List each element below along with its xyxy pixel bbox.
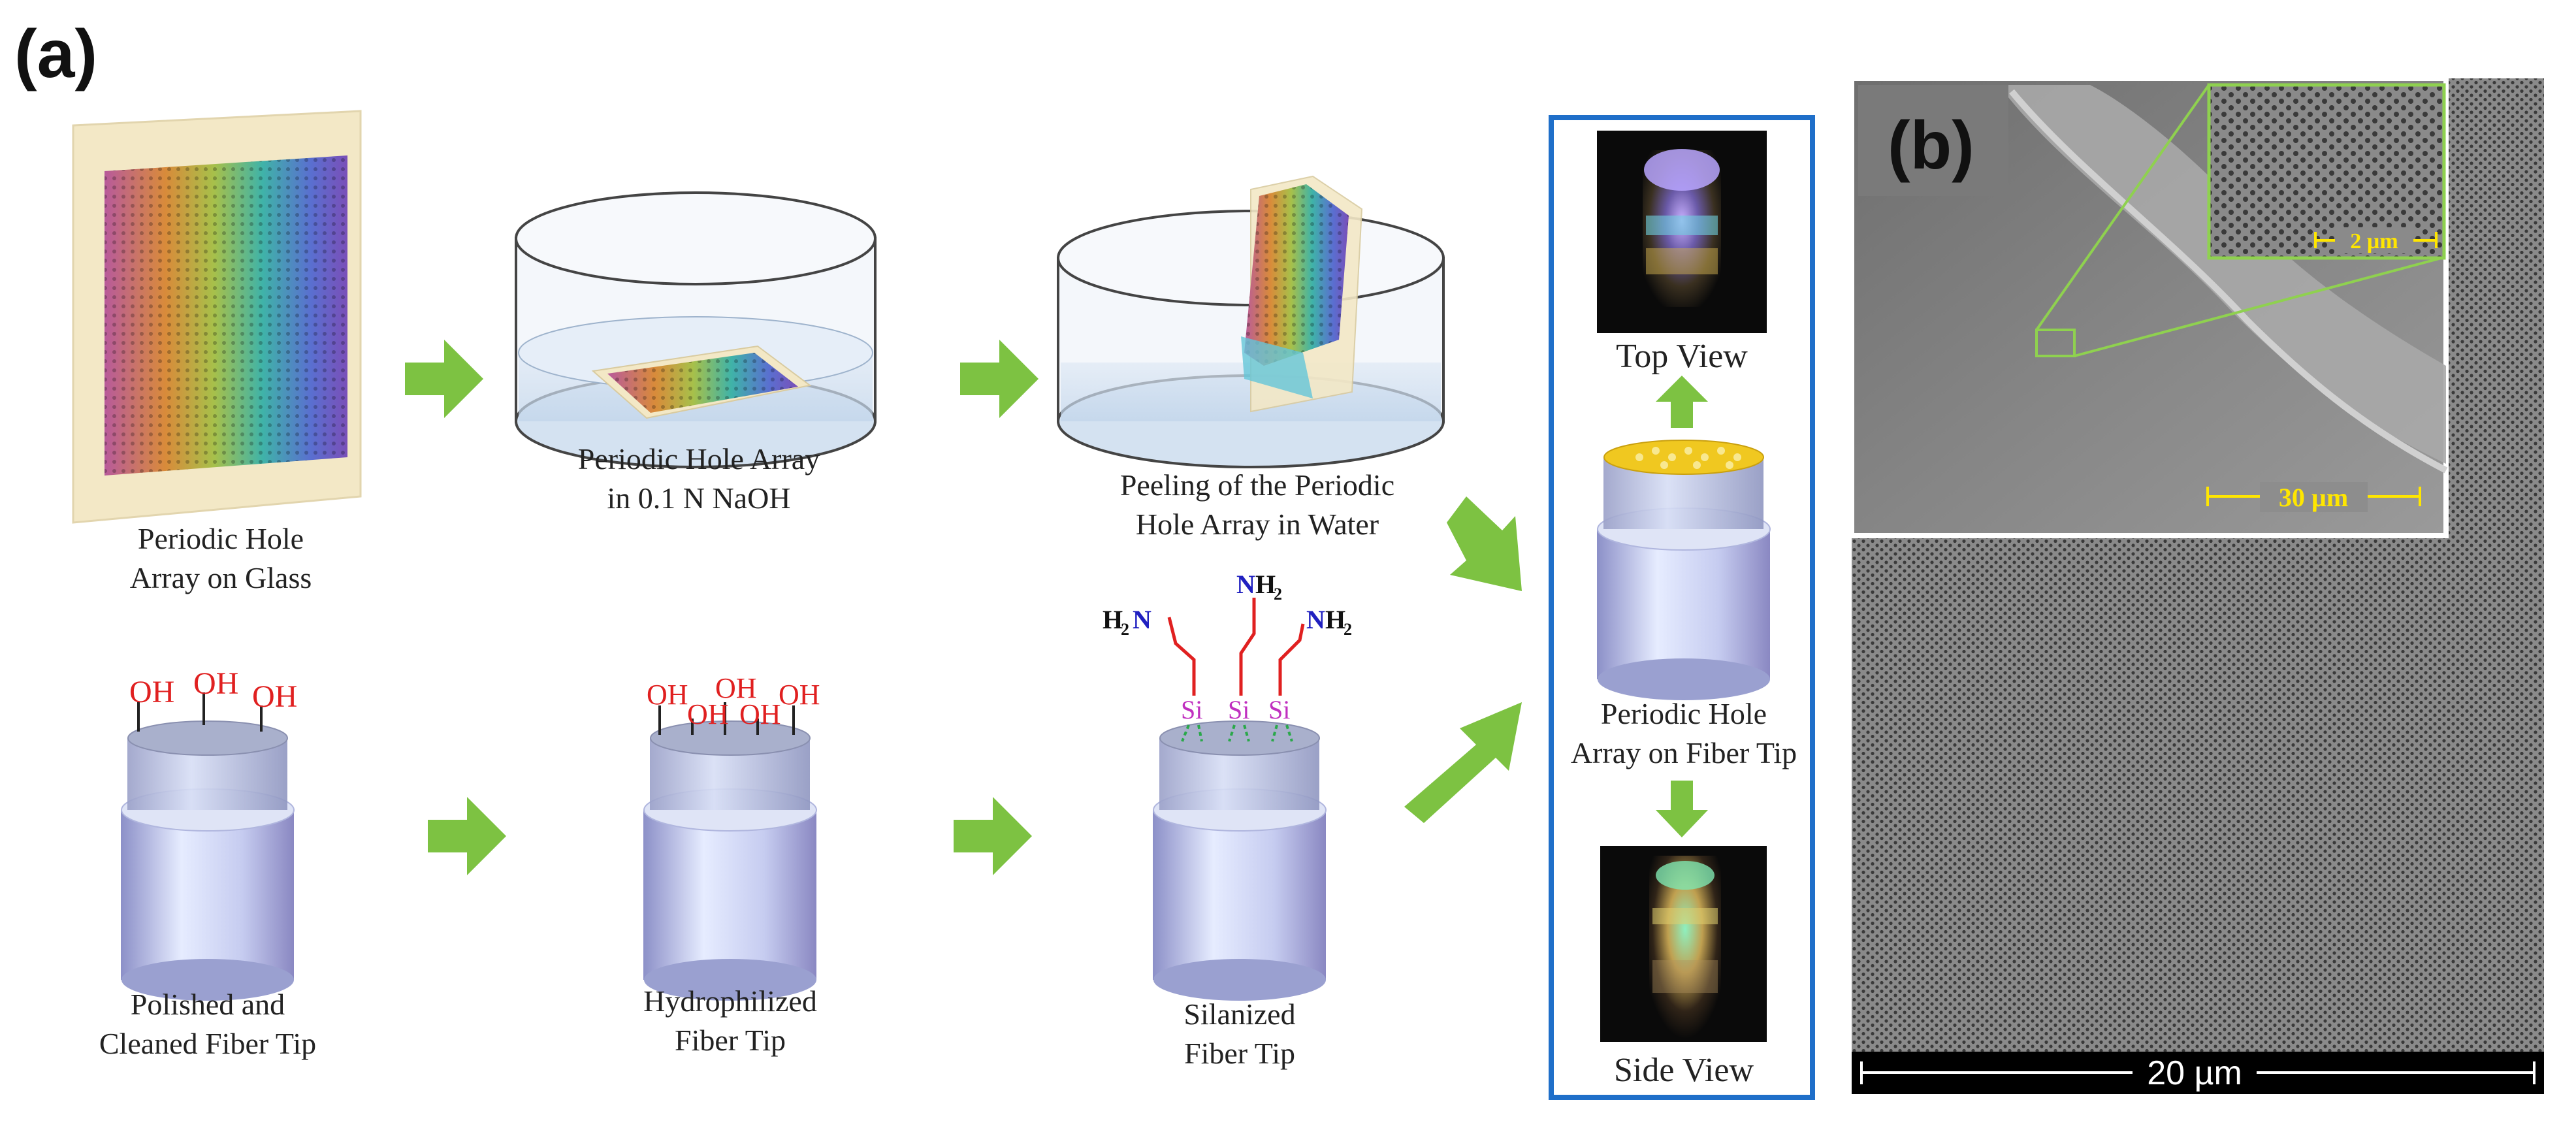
amine-sub: 2: [1344, 620, 1352, 639]
caption-s6-line1: Silanized: [1183, 997, 1295, 1031]
oh-label: OH: [715, 672, 757, 704]
arrow-to-final-bottom: [1404, 702, 1522, 823]
arrow-to-final-top: [1447, 496, 1522, 591]
caption-s1-line1: Periodic Hole: [138, 522, 304, 555]
caption-s5-line2: Fiber Tip: [675, 1024, 786, 1057]
oh-label: OH: [193, 666, 238, 701]
dish-naoh: [515, 191, 877, 468]
zoom-connector: [2035, 84, 2210, 331]
amine-h: H: [1255, 570, 1276, 599]
caption-s5-line1: Hydrophilized: [643, 984, 817, 1018]
fiber-tip-hydrophilized: OH OH OH OH OH: [643, 672, 820, 1001]
oh-label: OH: [779, 679, 820, 711]
caption-s4-line1: Polished and: [131, 988, 285, 1021]
panel-label-b: (b): [1888, 108, 1974, 184]
fiber-tip-polished: OH OH OH: [121, 666, 297, 1001]
caption-s4-line2: Cleaned Fiber Tip: [99, 1027, 316, 1060]
amine-sub: 2: [1121, 620, 1129, 639]
side-view-label: Side View: [1614, 1052, 1754, 1089]
oh-label: OH: [687, 698, 729, 730]
arrow-2: [960, 340, 1038, 418]
side-view-photo: [1600, 846, 1767, 1042]
sem-scale-zoom: 2 µm: [2350, 229, 2398, 253]
caption-s3-line1: Peeling of the Periodic: [1120, 468, 1394, 502]
caption-s6-line2: Fiber Tip: [1184, 1037, 1295, 1070]
sem-scale-inset: 30 µm: [2279, 483, 2348, 512]
caption-s3-line2: Hole Array in Water: [1136, 508, 1379, 541]
sem-scale-main: 20 µm: [2147, 1054, 2242, 1092]
arrow-4: [954, 797, 1032, 875]
amine-n: N: [1133, 605, 1151, 634]
caption-s1-line2: Array on Glass: [130, 561, 312, 594]
arrow-down: [1656, 781, 1708, 837]
caption-final-line1: Periodic Hole: [1601, 697, 1767, 730]
arrow-3: [428, 797, 506, 875]
amine-h: H: [1325, 605, 1345, 634]
amine-sub: 2: [1274, 585, 1282, 604]
oh-label: OH: [739, 698, 781, 730]
caption-final-line2: Array on Fiber Tip: [1571, 736, 1797, 769]
caption-s2-line1: Periodic Hole Array: [578, 442, 820, 476]
amine-h: H: [1103, 605, 1123, 634]
si-label: Si: [1268, 695, 1290, 724]
amine-n: N: [1236, 570, 1255, 599]
sem-inset-scale: [2206, 482, 2421, 512]
caption-s2-line2: in 0.1 N NaOH: [607, 481, 790, 515]
oh-label: OH: [647, 679, 688, 711]
si-label: Si: [1228, 695, 1249, 724]
hole-array-on-glass: [72, 110, 362, 524]
final-frame: [1549, 115, 1815, 1100]
fiber-tip-with-hole-array: [1597, 440, 1771, 700]
sem-zoom-inset: [2207, 83, 2446, 260]
zoom-connector: [2074, 257, 2442, 357]
top-view-label: Top View: [1616, 338, 1748, 375]
top-view-photo: [1597, 131, 1767, 333]
panel-label-a: (a): [14, 16, 97, 92]
zoom-region-marker: [2035, 329, 2076, 357]
sem-inset: [1849, 76, 2449, 538]
fiber-tip-silanized: Si Si Si H 2 N N H 2 N H 2: [1103, 570, 1352, 1001]
arrow-up: [1656, 376, 1708, 428]
dish-water-peeling: [1057, 175, 1445, 468]
arrow-1: [405, 340, 483, 418]
amine-n: N: [1306, 605, 1325, 634]
oh-label: OH: [252, 679, 297, 714]
si-label: Si: [1181, 695, 1202, 724]
oh-label: OH: [129, 675, 174, 709]
